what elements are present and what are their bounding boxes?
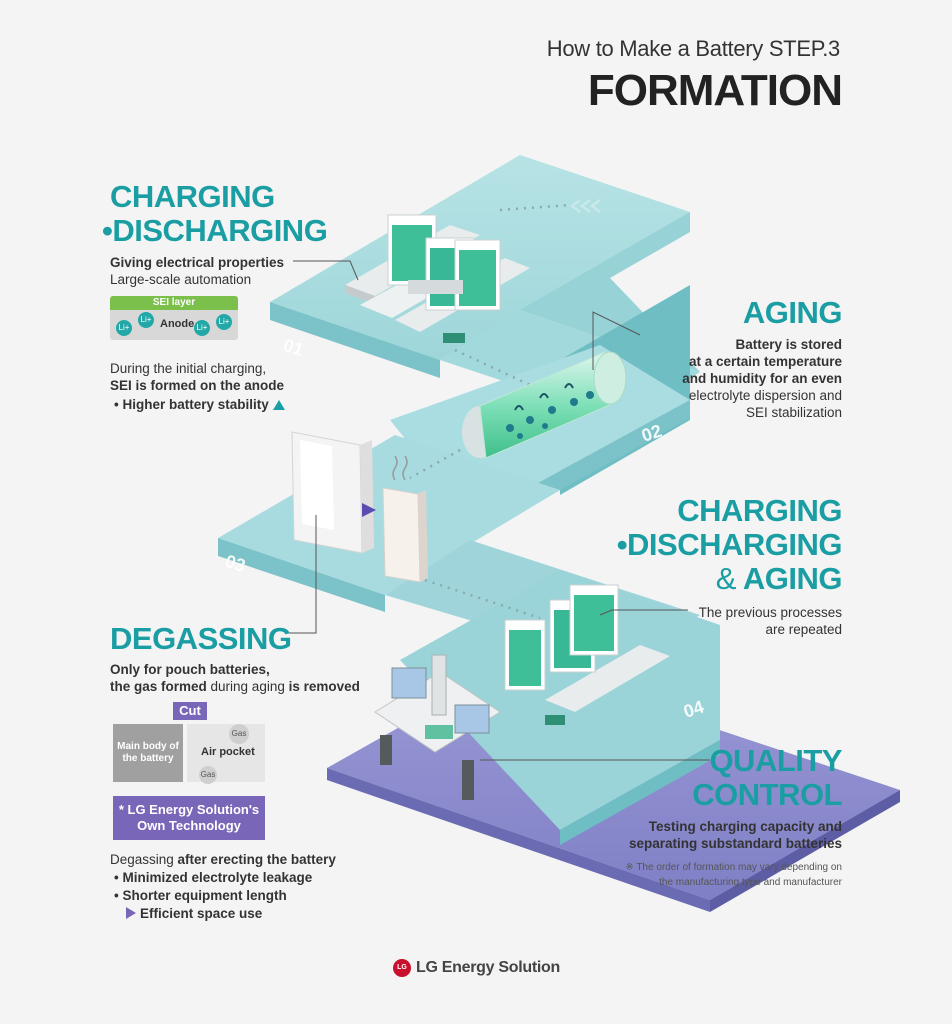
step2-desc: Battery is stored at a certain temperatu… bbox=[600, 336, 842, 421]
step1-note-line1: During the initial charging, bbox=[110, 361, 267, 376]
footnote-line2: the manufacturing type and manufacturer bbox=[659, 877, 842, 888]
aging-battery-tube bbox=[462, 351, 627, 459]
step4-desc: Testing charging capacity and separating… bbox=[560, 818, 842, 852]
step3-desc-line2: the gas formed during aging is removed bbox=[110, 679, 360, 694]
li-ion-4: Li+ bbox=[216, 314, 232, 330]
brand-logo: LG LG Energy Solution bbox=[393, 957, 560, 979]
repeat-title-line2: •DISCHARGING bbox=[616, 527, 843, 562]
charging-machine-04 bbox=[504, 584, 670, 725]
step1-desc-normal: Large-scale automation bbox=[110, 272, 252, 287]
leader-lines bbox=[285, 260, 710, 761]
step3-desc-line1: Only for pouch batteries, bbox=[110, 662, 270, 677]
sei-layer-label: SEI layer bbox=[110, 296, 238, 310]
arrow-right-icon bbox=[126, 907, 136, 919]
step1-benefit: • Higher battery stability bbox=[114, 396, 285, 413]
step4-desc-line1: Testing charging capacity and bbox=[648, 819, 842, 834]
step3-title: DEGASSING bbox=[110, 621, 292, 656]
charging-machine-01 bbox=[345, 214, 530, 343]
step2-title: AGING bbox=[742, 295, 843, 330]
tech-badge: * LG Energy Solution's Own Technology bbox=[113, 796, 265, 840]
air-pocket-label: Air pocket bbox=[201, 746, 255, 758]
air-pocket-block: Air pocket Gas Gas bbox=[187, 724, 265, 784]
brand-name: LG Energy Solution bbox=[416, 959, 560, 976]
degassing-pouch bbox=[291, 431, 428, 583]
step3-bullet3: Efficient space use bbox=[126, 905, 262, 922]
step1-title: CHARGING •DISCHARGING bbox=[102, 179, 328, 248]
repeat-title-line3: & AGING bbox=[715, 561, 843, 596]
gas-bubble-2: Gas bbox=[199, 766, 217, 784]
flow-dots bbox=[409, 203, 571, 620]
step2-desc-line4: electrolyte dispersion and bbox=[688, 388, 842, 403]
step2-desc-line3: and humidity for an even bbox=[682, 371, 842, 386]
footnote: ※ The order of formation may vary depend… bbox=[560, 860, 842, 890]
gas-bubble-1: Gas bbox=[229, 724, 249, 744]
quality-control-station bbox=[374, 654, 501, 800]
footnote-line1: ※ The order of formation may vary depend… bbox=[625, 862, 842, 873]
anode-block: Anode Li+ Li+ Li+ Li+ bbox=[110, 310, 238, 340]
sei-diagram: SEI layer Anode Li+ Li+ Li+ Li+ bbox=[110, 296, 238, 346]
step2-desc-line1: Battery is stored bbox=[735, 337, 842, 352]
step4-title-line2: CONTROL bbox=[692, 777, 842, 812]
lg-logo-icon: LG bbox=[393, 959, 411, 977]
svg-text:01: 01 bbox=[281, 335, 306, 360]
degassing-diagram: Cut Main body of the battery Air pocket … bbox=[113, 702, 265, 784]
li-ion-3: Li+ bbox=[194, 320, 210, 336]
step4-title: QUALITY CONTROL bbox=[600, 744, 842, 812]
step3-bullet1: • Minimized electrolyte leakage bbox=[114, 870, 313, 885]
step4-title-line1: QUALITY bbox=[709, 743, 842, 778]
step3-bullet2: • Shorter equipment length bbox=[114, 888, 287, 903]
cut-label: Cut bbox=[173, 702, 207, 720]
step2-desc-line5: SEI stabilization bbox=[745, 405, 842, 420]
chevrons bbox=[569, 199, 601, 213]
step1-note-line2: SEI is formed on the anode bbox=[110, 378, 285, 393]
repeat-desc-line1: The previous processes bbox=[698, 605, 842, 620]
li-ion-1: Li+ bbox=[116, 320, 132, 336]
step1-title-line2: •DISCHARGING bbox=[102, 213, 328, 248]
tech-badge-line1: * LG Energy Solution's bbox=[118, 802, 260, 817]
repeat-title: CHARGING •DISCHARGING & AGING bbox=[560, 493, 843, 596]
header-subtitle: How to Make a Battery STEP.3 bbox=[546, 36, 841, 61]
header-title: FORMATION bbox=[587, 66, 843, 115]
repeat-title-line1: CHARGING bbox=[677, 493, 842, 528]
li-ion-2: Li+ bbox=[138, 312, 154, 328]
step3-tech-desc: Degassing after erecting the battery bbox=[110, 852, 336, 867]
main-body-block: Main body of the battery bbox=[113, 724, 183, 782]
main-body-label: Main body of the battery bbox=[117, 741, 179, 764]
arrow-up-icon bbox=[272, 400, 285, 410]
anode-label: Anode bbox=[160, 318, 195, 330]
repeat-desc: The previous processes are repeated bbox=[600, 604, 842, 638]
step4-desc-line2: separating substandard batteries bbox=[628, 836, 842, 851]
step1-title-line1: CHARGING bbox=[110, 179, 275, 214]
tech-badge-line2: Own Technology bbox=[137, 818, 241, 833]
repeat-desc-line2: are repeated bbox=[765, 622, 842, 637]
step2-desc-line2: at a certain temperature bbox=[688, 354, 842, 369]
step1-desc-bold: Giving electrical properties bbox=[110, 255, 285, 270]
